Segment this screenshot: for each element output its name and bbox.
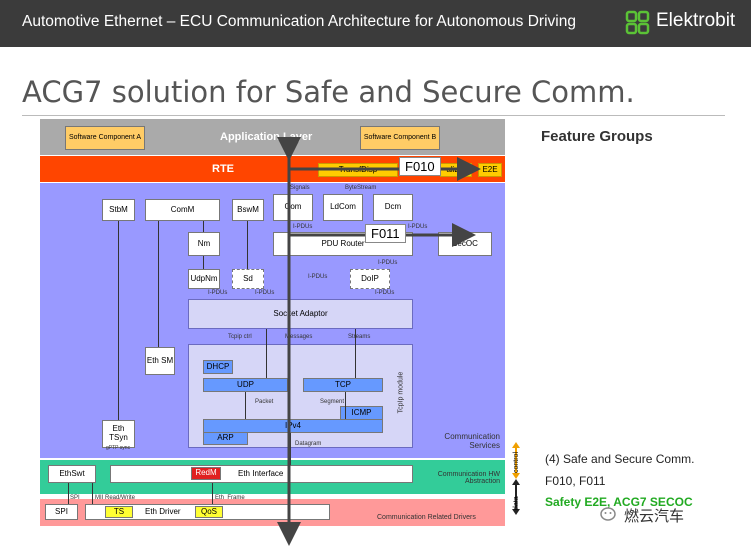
eth-driver-label: Eth Driver: [145, 507, 181, 516]
control-data-arrows: [512, 442, 520, 515]
connector-line: [203, 256, 204, 269]
title-divider: [22, 115, 725, 116]
rte-label: RTE: [212, 163, 234, 175]
software-component-a: Software Component A: [65, 126, 145, 150]
label-ipdus-3: I-PDUs: [308, 274, 328, 280]
label-eth-frame: Eth_Frame: [215, 495, 245, 501]
arp-module: ARP: [203, 432, 248, 445]
connector-line: [68, 483, 69, 504]
dcm-module: Dcm: [373, 194, 413, 221]
redm-module: RedM: [191, 467, 221, 480]
feature-line-1: (4) Safe and Secure Comm.: [545, 452, 695, 466]
connector-line: [212, 483, 213, 504]
label-packet: Packet: [255, 399, 274, 405]
label-tcpip-ctrl: Tcpip ctrl: [228, 334, 252, 340]
slide-title: ACG7 solution for Safe and Secure Comm.: [22, 75, 635, 109]
data-label: data: [513, 496, 520, 510]
watermark-text: 燃云汽车: [624, 507, 685, 525]
hw-abstraction-label: Communication HW Abstraction: [437, 471, 500, 485]
header-bar: Automotive Ethernet – ECU Communication …: [0, 0, 751, 47]
spi-driver: SPI: [45, 504, 78, 520]
ethsm-module: Eth SM: [145, 347, 175, 375]
label-datagram: Datagram: [295, 441, 322, 447]
label-gptp-sync: gPTP sync: [106, 445, 131, 451]
udpnm-module: UdpNm: [188, 269, 220, 289]
elektrobit-logo-icon: [625, 10, 650, 35]
eth-tsyn-module: Eth TSyn: [102, 420, 135, 448]
connector-line: [345, 392, 346, 419]
communication-services-label: Communication Services: [444, 432, 500, 450]
wechat-icon: [600, 507, 616, 521]
label-ipdus-7: I-PDUs: [375, 290, 395, 296]
stbm-module: StbM: [102, 199, 135, 221]
bswm-module: BswM: [232, 199, 264, 221]
ldcom-module: LdCom: [323, 194, 363, 221]
doip-module: DoIP: [350, 269, 390, 289]
label-ipdus-2: I-PDUs: [408, 224, 428, 230]
brand-name: Elektrobit: [656, 10, 736, 31]
feature-line-2: F010, F011: [545, 474, 606, 488]
label-ipdus-4: I-PDUs: [378, 260, 398, 266]
drivers-label: Communication Related Drivers: [377, 514, 476, 521]
eth-interface-label: Eth Interface: [238, 469, 284, 478]
dhcp-module: DHCP: [203, 360, 233, 374]
connector-line: [92, 483, 93, 504]
label-streams: Streams: [348, 334, 371, 340]
label-mii: MII Read/Write: [95, 495, 135, 501]
connector-line: [158, 221, 159, 347]
icmp-module: ICMP: [340, 406, 383, 420]
comm-module: ComM: [145, 199, 220, 221]
connector-line: [203, 221, 204, 232]
ts-module: TS: [105, 506, 133, 518]
connector-line: [355, 329, 356, 378]
label-segment: Segment: [320, 399, 345, 405]
connector-line: [266, 329, 267, 378]
label-ipdus-1: I-PDUs: [293, 224, 313, 230]
feature-line-3: Safety E2E, ACG7 SECOC: [545, 495, 693, 509]
connector-line: [118, 221, 119, 420]
eth-interface: [110, 465, 413, 483]
control-label: control: [513, 451, 520, 473]
udp-module: UDP: [203, 378, 288, 392]
f011-label: F011: [365, 224, 406, 243]
sd-module: Sd: [232, 269, 264, 289]
connector-line: [245, 392, 246, 419]
architecture-diagram: Application Layer Software Component A S…: [40, 119, 505, 529]
nm-module: Nm: [188, 232, 220, 256]
connector-line: [247, 221, 248, 269]
feature-groups-title: Feature Groups: [541, 128, 653, 145]
qos-module: QoS: [195, 506, 223, 518]
ethswt-module: EthSwt: [48, 465, 96, 483]
label-ipdus-6: I-PDUs: [255, 290, 275, 296]
tcp-module: TCP: [303, 378, 383, 392]
label-bytestream: ByteStream: [345, 185, 377, 191]
header-title: Automotive Ethernet – ECU Communication …: [22, 13, 576, 30]
software-component-b: Software Component B: [360, 126, 440, 150]
label-spi-small: SPI: [70, 495, 80, 501]
label-ipdus-5: I-PDUs: [208, 290, 228, 296]
f010-label: F010: [399, 157, 441, 176]
